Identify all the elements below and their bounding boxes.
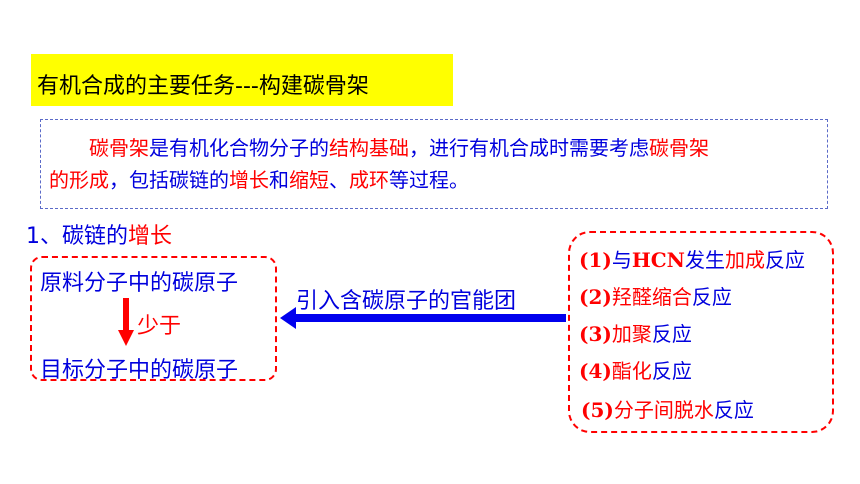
reaction-text: 反应 [651,322,692,346]
intro-term-formation: 的形成 [49,168,109,192]
reaction-reagent: HCN [631,248,685,272]
intro-text: ，进行有机合成时需要考虑 [409,136,649,160]
intro-term-shortening: 缩短 [289,168,329,192]
reaction-number: (2) [579,285,612,309]
reaction-item-2: (2)羟醛缩合反应 [579,281,732,310]
reaction-name: 加聚 [611,322,652,346]
reaction-text: 发生 [684,248,725,272]
section-number: 1、碳链的 [26,224,128,249]
reaction-item-4: (4)酯化反应 [579,355,692,384]
reaction-name: 加成 [724,248,765,272]
target-carbon-text: 目标分子中的碳原子 [40,358,239,383]
carbon-count-box: 原料分子中的碳原子 少于 目标分子中的碳原子 [30,256,277,383]
reaction-item-5: (5)分子间脱水反应 [581,394,754,423]
intro-paragraph-box: 碳骨架是有机化合物分子的结构基础，进行有机合成时需要考虑碳骨架 的形成，包括碳链… [40,119,828,209]
reaction-text: 反应 [691,285,732,309]
reaction-name: 分子间脱水 [613,398,714,422]
reaction-item-1: (1)与HCN发生加成反应 [579,244,805,273]
intro-term-ring-formation: 成环 [349,168,389,192]
intro-term-carbon-skeleton: 碳骨架 [89,136,149,160]
intro-text: ，包括碳链的 [109,168,229,192]
reaction-item-3: (3)加聚反应 [579,318,692,347]
reaction-number: (1) [579,248,612,272]
reaction-text: 反应 [651,359,692,383]
intro-term-structural-basis: 结构基础 [329,136,409,160]
reaction-number: (3) [579,322,612,346]
intro-line-2: 的形成，包括碳链的增长和缩短、成环等过程。 [49,164,821,196]
left-arrow-icon [280,307,566,329]
section-heading: 1、碳链的增长 [26,218,172,250]
intro-text: 、 [329,168,349,192]
intro-text: 和 [269,168,289,192]
reaction-name: 酯化 [611,359,652,383]
intro-term-carbon-skeleton-2: 碳骨架 [649,136,709,160]
reaction-number: (5) [581,398,614,422]
slide-title: 有机合成的主要任务---构建碳骨架 [37,74,369,99]
reaction-number: (4) [579,359,612,383]
intro-text: 是有机化合物分子的 [149,136,329,160]
intro-term-growth: 增长 [229,168,269,192]
slide-title-bar: 有机合成的主要任务---构建碳骨架 [31,54,453,106]
source-carbon-text: 原料分子中的碳原子 [40,271,239,296]
reaction-name: 羟醛缩合 [611,285,692,309]
arrow-label: 引入含碳原子的官能团 [296,289,517,314]
intro-text: 等过程。 [389,168,469,192]
section-highlight: 增长 [128,224,173,249]
reactions-box: (1)与HCN发生加成反应 (2)羟醛缩合反应 (3)加聚反应 (4)酯化反应 … [568,231,834,433]
reaction-text: 与 [611,248,632,272]
down-arrow-icon [118,298,134,346]
intro-line-1: 碳骨架是有机化合物分子的结构基础，进行有机合成时需要考虑碳骨架 [49,132,821,164]
reaction-text: 反应 [764,248,805,272]
reaction-text: 反应 [713,398,754,422]
less-than-label: 少于 [137,314,182,339]
